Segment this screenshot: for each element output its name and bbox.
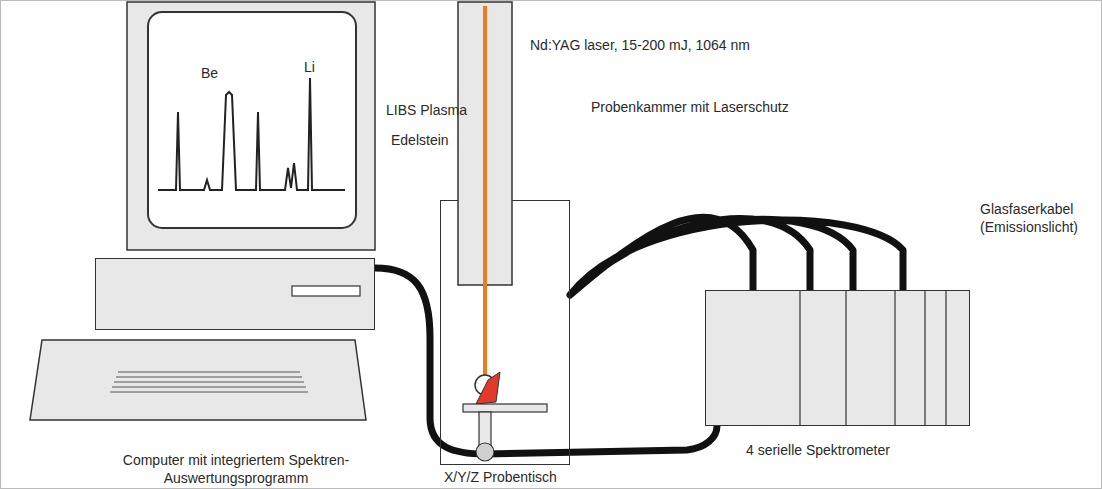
stage-post (479, 412, 491, 452)
stage-plate (463, 404, 547, 412)
spectrometer-block: 4 serielle Spektrometer (705, 290, 970, 426)
computer-base: Computer mit integriertem Spektren-Auswe… (95, 258, 375, 330)
chamber-label: Probenkammer mit Laserschutz (591, 98, 789, 116)
laser-beam (483, 6, 487, 385)
monitor-screen (148, 12, 356, 228)
spectrometer-label: 4 serielle Spektrometer (746, 441, 890, 459)
laser-label: Nd:YAG laser, 15-200 mJ, 1064 nm (530, 36, 750, 54)
gemstone (476, 372, 500, 404)
fiber-cable (570, 217, 903, 295)
data-cable (375, 268, 717, 454)
stage-label: X/Y/Z Probentisch (444, 468, 557, 486)
peak-label: Be (201, 64, 218, 82)
plasma-label: LIBS Plasma (386, 101, 467, 119)
monitor-housing (127, 2, 375, 250)
spectrum-trace (158, 78, 345, 190)
keyboard (30, 340, 366, 420)
fiber-label: Glasfaserkabel (Emissionslicht) (980, 200, 1098, 236)
laser-tube (458, 2, 512, 285)
peak-label: Li (304, 58, 315, 76)
gem-label: Edelstein (391, 131, 449, 149)
plasma (475, 375, 495, 395)
caption-text: Computer mit integriertem Spektren-Auswe… (116, 451, 356, 487)
keyboard-keys (110, 372, 308, 392)
stage-knob (476, 443, 494, 461)
sample-chamber: Probenkammer mit Laserschutz (440, 200, 570, 465)
